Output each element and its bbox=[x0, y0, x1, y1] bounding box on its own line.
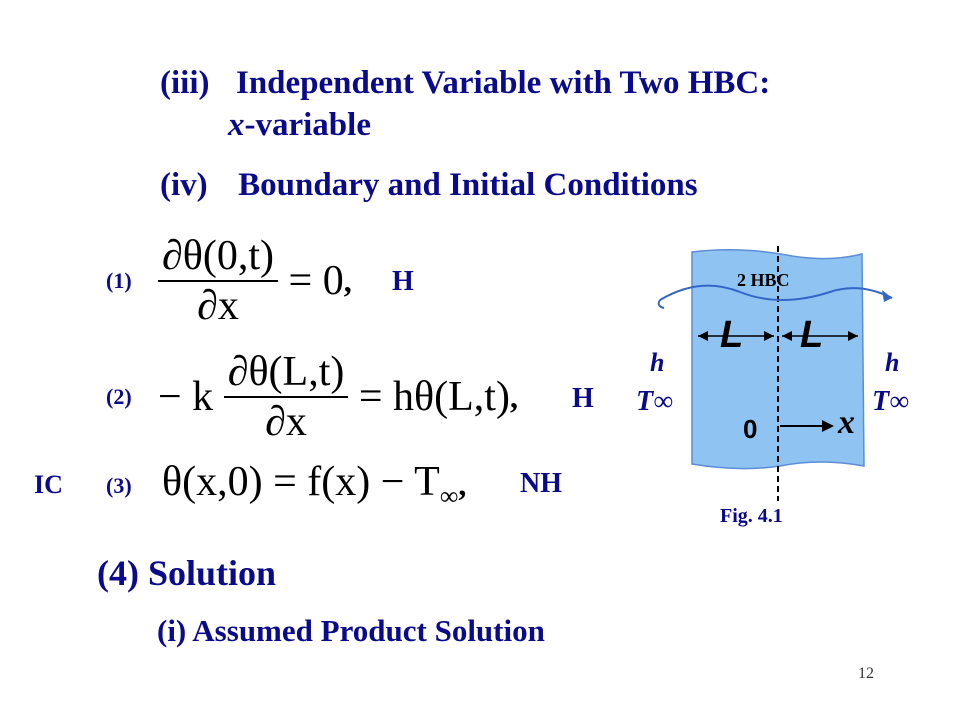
h-left-label: h bbox=[650, 348, 665, 377]
L-left-label: L bbox=[720, 314, 744, 356]
hbc-arrow-line bbox=[659, 284, 893, 301]
eq1-label: (1) bbox=[106, 268, 132, 293]
eq3-lhs: θ(x,0) = f(x) − T bbox=[162, 459, 440, 505]
eq1-fraction: ∂θ(0,t) ∂x bbox=[158, 232, 279, 330]
eq2-numerator: ∂θ(L,t) bbox=[223, 348, 349, 398]
heading-iv-prefix: (iv) bbox=[160, 167, 208, 203]
variable-rest: -variable bbox=[244, 107, 371, 143]
equation-3: θ(x,0) = f(x) − T∞, bbox=[162, 459, 467, 511]
page-number: 12 bbox=[858, 665, 874, 682]
eq1-numerator: ∂θ(0,t) bbox=[158, 232, 279, 282]
heading-iii: (iii) Independent Variable with Two HBC: bbox=[160, 65, 770, 102]
origin-label: 0 bbox=[743, 414, 758, 444]
hbc-text: 2 HBC bbox=[737, 270, 790, 290]
hbc-arrowhead-icon bbox=[882, 290, 892, 302]
eq3-subscript: ∞ bbox=[439, 481, 459, 511]
section4-subtitle: (i) Assumed Product Solution bbox=[157, 613, 545, 648]
equation-1: ∂θ(0,t) ∂x = 0, bbox=[158, 232, 352, 330]
eq3-label: (3) bbox=[106, 473, 132, 498]
h-right-label: h bbox=[885, 348, 900, 377]
eq2-denominator: ∂x bbox=[265, 399, 307, 445]
slab-figure bbox=[657, 246, 893, 501]
eq1-tag: H bbox=[392, 266, 414, 297]
section4-title: (4) Solution bbox=[97, 553, 277, 593]
heading-iii-variable: x-variable bbox=[228, 107, 371, 144]
hbc-label: 2 HBC bbox=[737, 270, 790, 291]
eq1-denominator: ∂x bbox=[197, 283, 239, 329]
eq3-tag: NH bbox=[520, 468, 562, 499]
eq2-label: (2) bbox=[106, 384, 132, 409]
heading-iv-title: Boundary and Initial Conditions bbox=[238, 167, 698, 203]
ic-label: IC bbox=[34, 470, 63, 499]
eq2-lead: − k bbox=[158, 374, 214, 420]
eq2-tag: H bbox=[572, 383, 594, 414]
figure-caption: Fig. 4.1 bbox=[720, 505, 783, 527]
eq2-rhs: = hθ(L,t) bbox=[358, 374, 510, 420]
heading-iii-prefix: (iii) bbox=[160, 65, 210, 101]
heading-iii-title: Independent Variable with Two HBC: bbox=[235, 65, 771, 101]
eq1-rhs: = 0 bbox=[288, 258, 344, 304]
equation-2: − k ∂θ(L,t) ∂x = hθ(L,t), bbox=[158, 348, 518, 446]
variable-italic: x bbox=[228, 107, 245, 143]
T-right-label: T∞ bbox=[872, 386, 910, 417]
heading-iv: (iv) Boundary and Initial Conditions bbox=[160, 167, 698, 204]
L-right-label: L bbox=[800, 314, 824, 356]
x-axis-label: x bbox=[838, 404, 855, 441]
eq2-fraction: ∂θ(L,t) ∂x bbox=[223, 348, 349, 446]
T-left-label: T∞ bbox=[636, 386, 674, 417]
